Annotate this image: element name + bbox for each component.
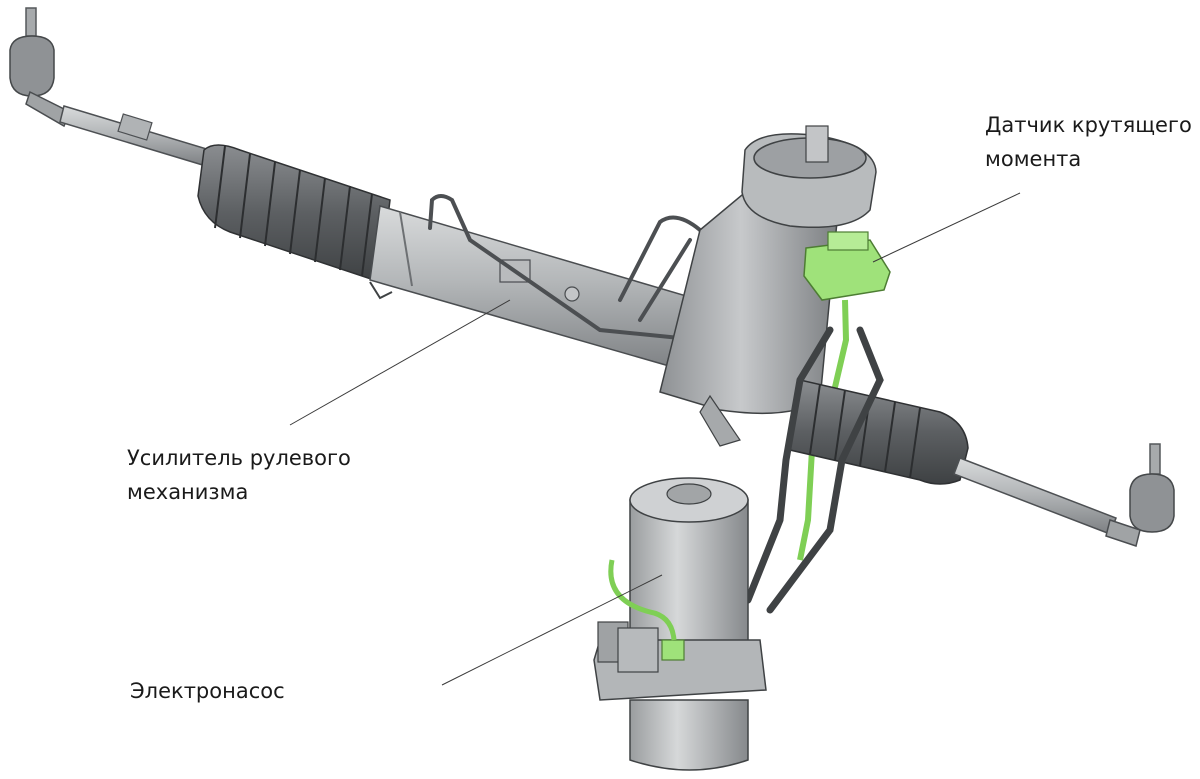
leader-lines [289,192,1021,686]
electric-pump-label-line1: Электронасос [130,679,285,703]
steering-amplifier-label-line2: механизма [127,480,249,504]
steering-amplifier-label: Усилитель рулевого механизма [127,441,351,509]
torque-sensor-label-line2: момента [985,147,1082,171]
left-rubber-boot [197,144,391,284]
right-tie-rod [953,457,1117,535]
left-tie-rod [59,105,211,167]
rack-housing-tube [369,205,701,373]
torque-sensor-label-line1: Датчик крутящего [985,113,1192,137]
leader-line-electric-pump [441,574,663,686]
electric-pump [593,477,767,771]
right-rubber-boot [789,379,969,485]
steering-amplifier-label-line1: Усилитель рулевого [127,446,351,470]
right-tie-rod-end [1105,443,1175,547]
left-tie-rod-end [9,7,71,128]
pressure-hoses [744,326,884,614]
valve-housing [659,125,877,447]
torque-sensor-label: Датчик крутящего момента [985,108,1192,176]
electric-pump-label: Электронасос [130,674,285,708]
leader-line-torque-sensor [872,192,1021,263]
leader-line-steering-amplifier [289,299,511,426]
